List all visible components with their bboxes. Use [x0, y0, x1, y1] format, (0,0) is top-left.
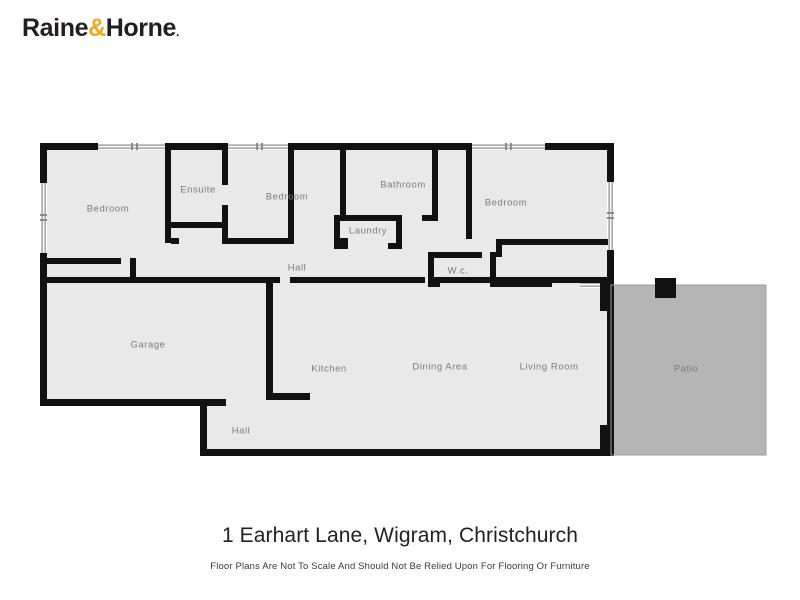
- wall-wc-left: [428, 252, 434, 286]
- brand-ampersand: &: [88, 14, 106, 42]
- wall-laundry-top: [334, 215, 402, 221]
- wall-lowerhall-left: [200, 399, 207, 456]
- floor-fills: [40, 143, 766, 455]
- patio-post-marker: [655, 278, 676, 298]
- wall-right-mid: [607, 250, 614, 288]
- wall-bedroom-right-bottom-seg: [496, 239, 502, 257]
- wall-laundry-left: [334, 215, 340, 249]
- wall-laundry-right: [396, 215, 402, 249]
- wall-bedroom-mid-right: [288, 143, 294, 243]
- patio-outline: [610, 284, 767, 456]
- wall-garage-kitchen: [266, 283, 273, 400]
- wall-garage-bottom: [40, 399, 226, 406]
- upper-wing-floor: [40, 143, 614, 291]
- wall-living-right-jog-bottom: [600, 425, 608, 455]
- interior-walls: [40, 143, 614, 455]
- patio-floor: [611, 285, 766, 455]
- brand-logo: Raine&Horne.: [22, 14, 179, 43]
- floorplan-diagram: Bedroom Ensuite Bedroom Bathroom Bedroom…: [40, 143, 767, 456]
- wall-top-seg4: [545, 143, 614, 150]
- wall-hall-top-b: [222, 238, 294, 244]
- wall-bedroom-right-left: [466, 143, 472, 239]
- wall-hall-top-c: [334, 238, 348, 244]
- wall-hall-top-a: [171, 238, 179, 244]
- wall-wings-divider-far: [434, 277, 614, 283]
- disclaimer-text: Floor Plans Are Not To Scale And Should …: [210, 561, 590, 572]
- wall-closet-top: [47, 258, 121, 264]
- wall-ensuite-bottom: [165, 222, 228, 228]
- wall-lowerhall-bottom: [200, 449, 614, 456]
- brand-name-first: Raine: [22, 14, 89, 42]
- windows: [40, 143, 614, 288]
- patio-group: [610, 278, 767, 456]
- window-top-bedroom-right: [470, 143, 545, 150]
- wall-bedroom-right-bottom: [496, 239, 608, 245]
- wall-top-seg2: [170, 143, 228, 150]
- wall-top-seg3: [290, 143, 470, 150]
- floorplan-svg: [40, 143, 767, 456]
- wall-wings-divider-left: [40, 277, 280, 283]
- brand-trademark-dot: .: [175, 25, 179, 39]
- wall-top-left: [40, 143, 98, 150]
- wall-left-upper: [40, 143, 47, 183]
- caption-block: 1 Earhart Lane, Wigram, Christchurch Flo…: [0, 524, 800, 572]
- window-top-bedroom-left: [98, 143, 170, 150]
- wall-wc-bottom-right: [490, 281, 552, 287]
- wall-wings-divider-right: [290, 277, 425, 283]
- wall-wc-bottom-left: [428, 281, 440, 287]
- wall-bedroomleft-ensuite: [165, 143, 171, 243]
- lower-hall-floor: [200, 400, 614, 455]
- wall-wc-right: [490, 252, 496, 286]
- wall-ensuite-right-upper: [222, 143, 228, 185]
- window-living-room-right: [580, 281, 608, 288]
- window-right-bedroom: [607, 182, 614, 250]
- page-title: 1 Earhart Lane, Wigram, Christchurch: [221, 524, 579, 547]
- wall-closet-top-right: [130, 258, 136, 264]
- lower-wing-floor: [40, 283, 614, 405]
- wall-wc-top: [428, 252, 482, 258]
- window-top-ensuite: [228, 143, 290, 150]
- wall-left-garage: [40, 283, 47, 405]
- wall-garage-kitchen-foot: [266, 393, 310, 400]
- wall-bathroom-left: [340, 143, 346, 221]
- wall-left-lower: [40, 253, 47, 291]
- brand-name-second: Horne: [105, 14, 177, 42]
- wall-laundry-bottom-right: [388, 243, 402, 249]
- wall-bathroom-right: [432, 143, 438, 221]
- wall-right-upper: [607, 143, 614, 182]
- window-left-bedroom: [40, 183, 47, 253]
- wall-laundry-bottom-left: [334, 243, 348, 249]
- wall-living-right-jog-top: [600, 283, 608, 311]
- wall-bathroom-bottom-right: [422, 215, 438, 221]
- wall-closet-right: [130, 258, 136, 280]
